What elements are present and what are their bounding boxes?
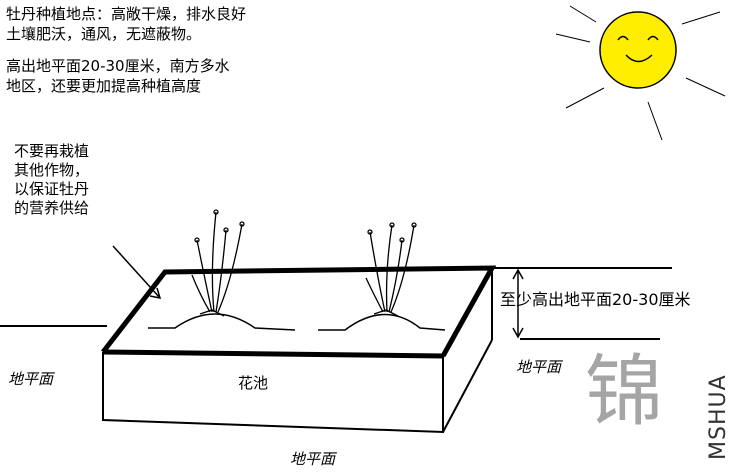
note-line-4: 的营养供给: [14, 199, 90, 217]
soil-mound-right: [318, 313, 446, 331]
soil-mound-left: [148, 313, 296, 331]
requirement-line-1: 牡丹种植地点：高敞干燥，排水良好: [6, 5, 247, 23]
requirement-line-2: 土壤肥沃，通风，无遮蔽物。: [6, 25, 202, 43]
planting-requirements: 牡丹种植地点：高敞干燥，排水良好 土壤肥沃，通风，无遮蔽物。 高出地平面20-3…: [6, 4, 246, 96]
ground-label-left: 地平面: [8, 370, 54, 388]
requirement-line-3: 高出地平面20-30厘米，南方多水: [6, 57, 230, 75]
arrow-head-icon: [149, 287, 162, 299]
height-label: 至少高出地平面20-30厘米: [500, 290, 691, 309]
flower-bed-label: 花池: [238, 374, 269, 392]
peony-plant-right: [365, 222, 417, 317]
sun-icon: [555, 5, 726, 141]
ground-label-bottom: 地平面: [290, 450, 336, 468]
flower-bed: [101, 265, 497, 434]
note-line-2: 其他作物，: [14, 161, 90, 179]
no-other-crops-note: 不要再栽植 其他作物， 以保证牡丹 的营养供给: [14, 142, 89, 218]
peony-plant-left: [191, 209, 245, 317]
height-dimension: [512, 268, 524, 339]
requirement-line-4: 地区，还要更加提高种植高度: [6, 77, 202, 95]
ground-label-right: 地平面: [516, 358, 562, 376]
note-line-3: 以保证牡丹: [14, 180, 90, 198]
watermark-text: MSHUA: [706, 374, 731, 460]
watermark-character: 锦: [585, 347, 664, 437]
note-line-1: 不要再栽植: [14, 142, 90, 160]
note-pointer: [112, 245, 161, 299]
